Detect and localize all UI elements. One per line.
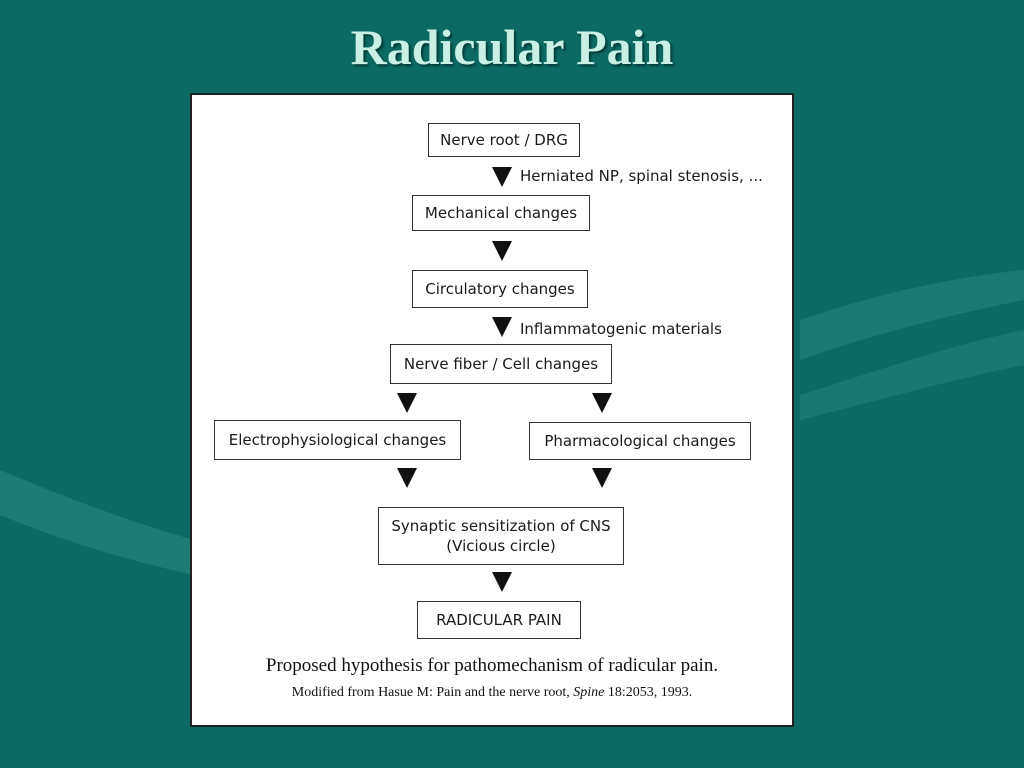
figure-source-suffix: 18:2053, 1993.	[604, 685, 693, 700]
node-nerve-fiber-label: Nerve fiber / Cell changes	[403, 355, 599, 373]
node-pharmacological: Pharmacological changes	[529, 422, 751, 460]
node-circulatory: Circulatory changes	[412, 270, 588, 308]
node-mechanical: Mechanical changes	[412, 195, 590, 231]
figure-source: Modified from Hasue M: Pain and the nerv…	[192, 685, 792, 701]
arrow-4-left	[397, 393, 417, 413]
node-pharmacological-label: Pharmacological changes	[544, 432, 736, 450]
slide-title: Radicular Pain	[350, 19, 674, 75]
edge-label-inflammatogenic: Inflammatogenic materials	[520, 320, 722, 338]
edge-label-herniated: Herniated NP, spinal stenosis, ...	[520, 167, 763, 185]
arrow-5-right	[592, 468, 612, 488]
node-nerve-fiber: Nerve fiber / Cell changes	[390, 344, 612, 384]
figure-source-prefix: Modified from Hasue M: Pain and the nerv…	[291, 685, 574, 700]
diagram-panel: Nerve root / DRG Herniated NP, spinal st…	[190, 93, 794, 727]
arrow-6	[492, 572, 512, 592]
node-electrophysiological-label: Electrophysiological changes	[228, 431, 447, 449]
node-synaptic-line1: Synaptic sensitization of CNS	[391, 517, 611, 535]
node-radicular-pain: RADICULAR PAIN	[417, 601, 581, 639]
arrow-5-left	[397, 468, 417, 488]
arrow-1	[492, 167, 512, 187]
arrow-3	[492, 317, 512, 337]
node-synaptic-line2: (Vicious circle)	[446, 537, 556, 555]
arrow-4-right	[592, 393, 612, 413]
node-mechanical-label: Mechanical changes	[424, 204, 578, 222]
node-nerve-root-label: Nerve root / DRG	[440, 131, 568, 149]
node-electrophysiological: Electrophysiological changes	[214, 420, 461, 460]
figure-caption: Proposed hypothesis for pathomechanism o…	[265, 655, 719, 676]
node-nerve-root: Nerve root / DRG	[428, 123, 580, 157]
arrow-2	[492, 241, 512, 261]
node-circulatory-label: Circulatory changes	[425, 280, 575, 298]
node-radicular-pain-label: RADICULAR PAIN	[436, 611, 562, 629]
figure-source-journal: Spine	[573, 685, 605, 700]
node-synaptic: Synaptic sensitization of CNS (Vicious c…	[378, 507, 624, 565]
